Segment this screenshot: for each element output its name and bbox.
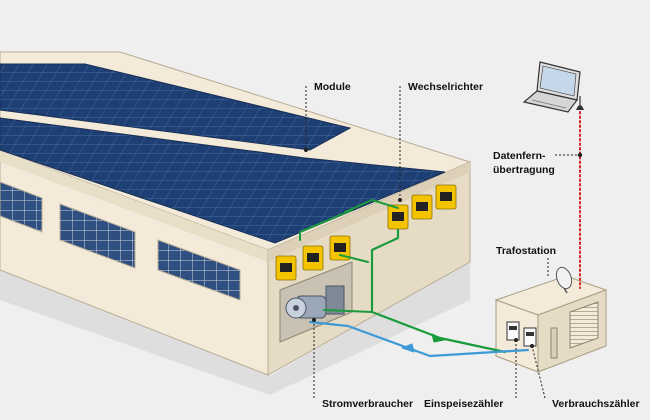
arrow-blue-icon xyxy=(401,343,415,353)
satellite-dish-icon xyxy=(555,266,573,294)
side-eave xyxy=(268,162,470,262)
station-door xyxy=(550,327,558,359)
label-module: Module xyxy=(314,81,351,93)
pv-array-upper xyxy=(0,63,352,151)
arrow-green-icon xyxy=(431,333,445,343)
laptop-icon xyxy=(522,61,581,113)
label-feed-meter: Einspeisezähler xyxy=(424,398,503,410)
antenna-icon xyxy=(576,96,584,110)
label-consumption-meter: Verbrauchszähler xyxy=(552,398,640,410)
label-inverter: Wechselrichter xyxy=(408,81,483,93)
consumption-meter-box xyxy=(523,327,537,347)
dc-line-front xyxy=(299,209,353,241)
window-3 xyxy=(157,239,241,301)
ac-feed-line xyxy=(370,228,507,354)
connections xyxy=(299,111,581,358)
consumption-line xyxy=(308,320,530,358)
leader-consumption-meter xyxy=(531,345,546,399)
dc-line-side xyxy=(344,199,399,213)
inverter-box xyxy=(302,245,324,271)
inverter-box xyxy=(329,235,351,261)
feed-meter-box xyxy=(506,321,520,341)
window-1 xyxy=(0,181,43,233)
eave-band xyxy=(0,150,268,262)
transformer-station xyxy=(494,266,608,373)
label-remote-line2: übertragung xyxy=(493,164,555,176)
inverter-box xyxy=(275,255,297,281)
label-consumer: Stromverbraucher xyxy=(322,398,413,410)
machine-room xyxy=(279,261,353,343)
pv-modules xyxy=(0,63,446,244)
pv-array-lower xyxy=(0,117,446,244)
inverter-box xyxy=(435,184,457,210)
station-vent xyxy=(569,301,599,349)
consumer-green-line xyxy=(323,309,373,313)
inverter-box xyxy=(411,194,433,220)
label-substation: Trafostation xyxy=(496,245,556,257)
leader-dots xyxy=(304,148,583,348)
window-2 xyxy=(59,203,136,269)
label-remote-line1: Datenfern- xyxy=(493,150,546,162)
inverters-front xyxy=(275,235,351,281)
inverters-side xyxy=(387,184,457,230)
ground-shadow xyxy=(0,260,470,395)
machine-body xyxy=(325,285,345,315)
ac-link xyxy=(339,254,369,263)
leader-lines xyxy=(305,86,580,399)
